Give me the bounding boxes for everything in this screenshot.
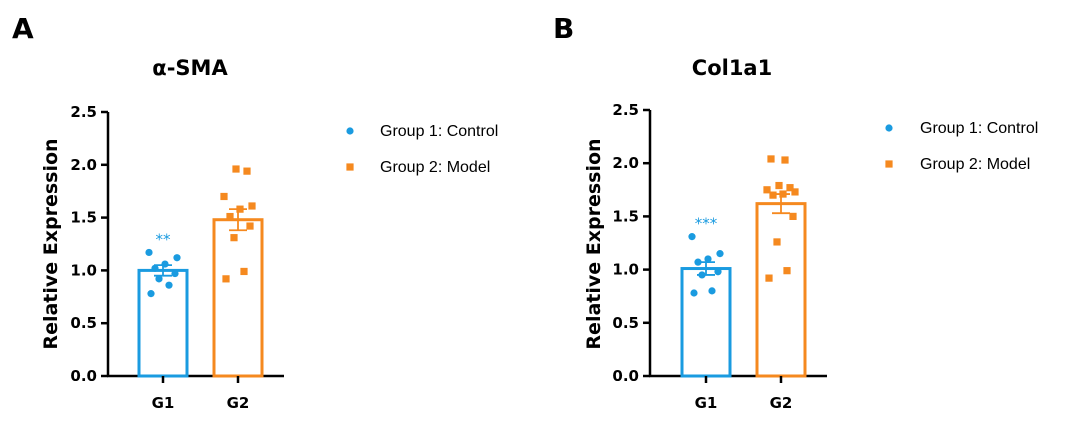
data-point (145, 248, 153, 257)
bar-g1 (137, 268, 189, 378)
data-point (222, 275, 230, 283)
y-tick-label: 1.0 (70, 261, 97, 279)
y-tick-label: 2.0 (612, 154, 639, 172)
data-point (226, 212, 234, 221)
data-point (708, 287, 716, 295)
y-tick-label: 1.5 (70, 209, 97, 227)
data-point (165, 281, 173, 289)
panel-letter: A (12, 12, 34, 45)
legend-marker-square (346, 163, 354, 171)
data-point (786, 184, 794, 192)
data-point (779, 190, 787, 198)
legend-marker-square (885, 160, 893, 168)
legend-label: Group 1: Control (920, 120, 1038, 137)
data-point (240, 267, 248, 276)
data-point (773, 238, 781, 246)
data-point (769, 191, 777, 199)
data-point (714, 268, 722, 276)
data-point (763, 186, 771, 194)
data-point (246, 222, 254, 230)
data-point (248, 202, 256, 210)
x-tick-label: G1 (152, 394, 175, 412)
x-tick-label: G2 (770, 394, 793, 412)
y-tick-label: 0.5 (612, 314, 639, 332)
x-tick-label: G2 (227, 394, 250, 412)
data-point (220, 192, 228, 201)
y-tick-label: 2.0 (70, 156, 97, 174)
data-point (694, 258, 702, 266)
bar-g2 (212, 218, 264, 378)
data-point (690, 289, 698, 297)
y-tick-label: 1.0 (612, 261, 639, 279)
data-point (688, 233, 696, 241)
y-axis-title: Relative Expression (583, 138, 605, 349)
data-point (161, 260, 169, 268)
data-point (243, 167, 251, 175)
legend-label: Group 2: Model (920, 156, 1030, 173)
y-tick-label: 0.0 (612, 367, 639, 385)
data-point (232, 165, 240, 173)
significance-marker: ** (156, 230, 172, 248)
chart-title: Col1a1 (692, 56, 772, 80)
bar-g1 (680, 267, 732, 378)
data-point (151, 264, 159, 272)
data-point (147, 290, 155, 298)
legend-marker-circle (885, 124, 893, 132)
data-point (173, 254, 181, 262)
data-point (716, 250, 724, 258)
legend-label: Group 2: Model (380, 159, 490, 176)
x-tick-label: G1 (695, 394, 718, 412)
data-point (704, 255, 712, 263)
data-point (783, 267, 791, 275)
data-point (236, 205, 244, 213)
data-point (789, 212, 797, 220)
data-point (230, 234, 238, 242)
data-point (791, 188, 799, 196)
y-tick-label: 2.5 (70, 103, 97, 121)
data-point (781, 156, 789, 164)
bar-g2 (755, 202, 807, 378)
panel-letter: B (553, 12, 574, 45)
data-point (775, 181, 783, 190)
y-tick-label: 2.5 (612, 101, 639, 119)
y-axis-title: Relative Expression (40, 138, 62, 349)
y-tick-label: 0.5 (70, 314, 97, 332)
data-point (765, 274, 773, 282)
legend-marker-circle (346, 127, 354, 135)
significance-marker: *** (695, 215, 718, 233)
data-point (767, 155, 775, 163)
y-tick-label: 1.5 (612, 207, 639, 225)
data-point (171, 269, 179, 278)
data-point (698, 271, 706, 279)
data-point (155, 275, 163, 283)
legend-label: Group 1: Control (380, 123, 498, 140)
y-tick-label: 0.0 (70, 367, 97, 385)
chart-title: α-SMA (152, 56, 228, 80)
